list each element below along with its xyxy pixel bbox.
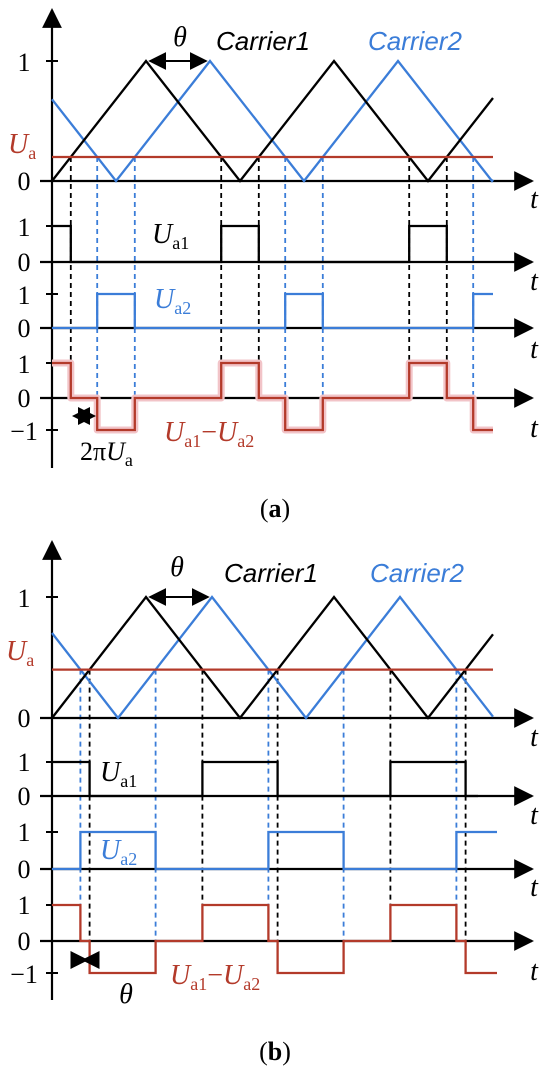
- panel-b-ua2-zero-label: 0: [18, 855, 31, 884]
- panel-a-diff-wave: [52, 361, 493, 432]
- panel-b-time-label-ua2: t: [530, 872, 539, 903]
- panel-b-carrier1-label: Carrier1: [224, 558, 318, 588]
- panel-a-time-label-ua2: t: [530, 334, 539, 365]
- panel-b-time-label-ua1: t: [530, 800, 539, 831]
- panel-a-ua2-zero-label: 0: [18, 314, 31, 343]
- panel-b-time-label-diff: t: [530, 956, 539, 987]
- panel-b-dashed-guides: [79, 669, 467, 941]
- panel-b-ua2-pulses: [52, 830, 497, 871]
- panel-a-ua2-label: Ua2: [154, 284, 191, 318]
- panel-a-ua2-pulses: [52, 292, 493, 330]
- panel-b-ua1-one-label: 1: [18, 748, 31, 777]
- panel-a-time-label-ua1: t: [530, 266, 539, 297]
- panel-b-carrier2-label: Carrier2: [370, 558, 464, 588]
- panel-a-time-label-diff: t: [530, 413, 539, 444]
- panel-b-diff-label: Ua1−Ua2: [170, 960, 260, 994]
- panel-a-theta-label: θ: [173, 22, 187, 53]
- panel-a-carrier1-wave: [51, 59, 494, 183]
- panel-a-width-label: 2πUa: [80, 437, 133, 470]
- panel-b-carrier1-wave: [51, 595, 494, 720]
- panel-b-time-label-carrier: t: [530, 722, 539, 753]
- panel-b-ua1-pulses: [52, 760, 478, 798]
- panel-b-width-label: θ: [119, 979, 133, 1010]
- panel-b-caption: (b): [259, 1037, 291, 1066]
- panel-a-ua-label: Ua: [8, 129, 36, 163]
- panel-a-caption: (a): [260, 494, 290, 523]
- panel-a-diff-zero-label: 0: [18, 384, 31, 413]
- panel-a-diff-one-label: 1: [18, 350, 31, 379]
- panel-a-ua1-pulses: [52, 224, 448, 264]
- panel-b-diff-wave: [52, 903, 497, 975]
- panel-a-carrier-one-label: 1: [18, 48, 31, 77]
- panel-a-diff-glow: [52, 359, 493, 434]
- panel-a-carrier1-label: Carrier1: [216, 26, 310, 56]
- panel-a-carrier2-wave: [51, 59, 494, 183]
- panel-b: θ θ 1 0 1 0 1 0 1 0 −1 t t t t Ua Carrie…: [6, 540, 539, 1066]
- panel-a-ua1-label: Ua1: [152, 219, 189, 253]
- panel-a-ua1-one-label: 1: [18, 213, 31, 242]
- panel-b-ua1-zero-label: 0: [18, 782, 31, 811]
- panel-a-diff-minus-one-label: −1: [10, 417, 38, 446]
- panel-b-diff-one-label: 1: [18, 891, 31, 920]
- panel-a-time-label-carrier: t: [530, 184, 539, 215]
- panel-a-carrier-zero-label: 0: [18, 167, 31, 196]
- panel-a-dashed-guides: [69, 157, 475, 398]
- panel-b-theta-label: θ: [170, 552, 184, 583]
- panel-b-diff-minus-one-label: −1: [10, 960, 38, 989]
- panel-a-ua1-zero-label: 0: [18, 248, 31, 277]
- panel-a-ua2-one-label: 1: [18, 281, 31, 310]
- panel-b-carrier2-wave: [51, 595, 494, 720]
- panel-b-ua2-one-label: 1: [18, 818, 31, 847]
- panel-b-diff-zero-label: 0: [18, 927, 31, 956]
- panel-b-ua-label: Ua: [6, 636, 34, 670]
- panel-b-carrier-zero-label: 0: [18, 704, 31, 733]
- panel-b-ua1-label: Ua1: [100, 757, 137, 791]
- panel-a-diff-label: Ua1−Ua2: [164, 417, 254, 451]
- panel-b-ua2-label: Ua2: [100, 835, 137, 869]
- panel-a: θ 1 0 1 0 1 0 1 0 −1 t t t t Ua Carrier1…: [8, 8, 539, 523]
- panel-a-carrier2-label: Carrier2: [368, 26, 462, 56]
- panel-b-carrier-one-label: 1: [18, 584, 31, 613]
